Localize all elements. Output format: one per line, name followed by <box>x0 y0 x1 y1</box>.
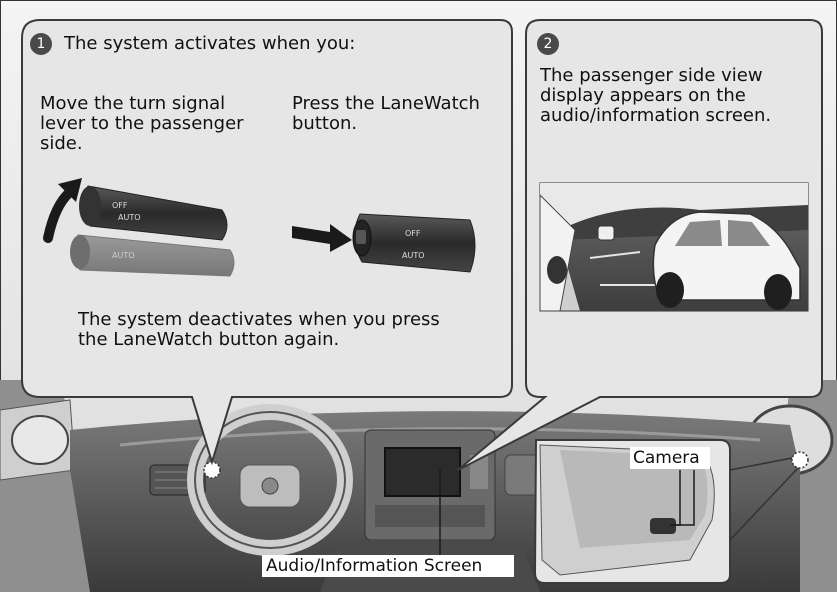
audio-screen <box>385 448 460 496</box>
camera-lens-icon <box>650 518 676 534</box>
step-2-badge: 2 <box>537 33 559 55</box>
deactivate-instruction: The system deactivates when you press th… <box>78 310 440 350</box>
step-1-badge: 1 <box>30 33 52 55</box>
panel-1-heading: The system activates when you: <box>64 34 355 54</box>
button-lever-off-label: OFF <box>405 229 421 238</box>
lever-auto-label: AUTO <box>118 213 141 222</box>
lanewatch-button-icon <box>356 230 366 244</box>
display-description: The passenger side view display appears … <box>540 66 771 126</box>
passenger-side-view-image <box>540 183 808 311</box>
lever-off-label: OFF <box>112 201 128 210</box>
lanewatch-button-instruction: Press the LaneWatch button. <box>292 94 480 134</box>
camera-label: Camera <box>633 448 700 468</box>
audio-information-screen-label: Audio/Information Screen <box>266 556 482 576</box>
button-lever-auto-label: AUTO <box>402 251 425 260</box>
left-mirror <box>12 416 68 464</box>
ghost-lever-auto-label: AUTO <box>112 251 135 260</box>
camera-location-marker <box>792 452 808 468</box>
turn-signal-instruction: Move the turn signal lever to the passen… <box>40 94 244 154</box>
